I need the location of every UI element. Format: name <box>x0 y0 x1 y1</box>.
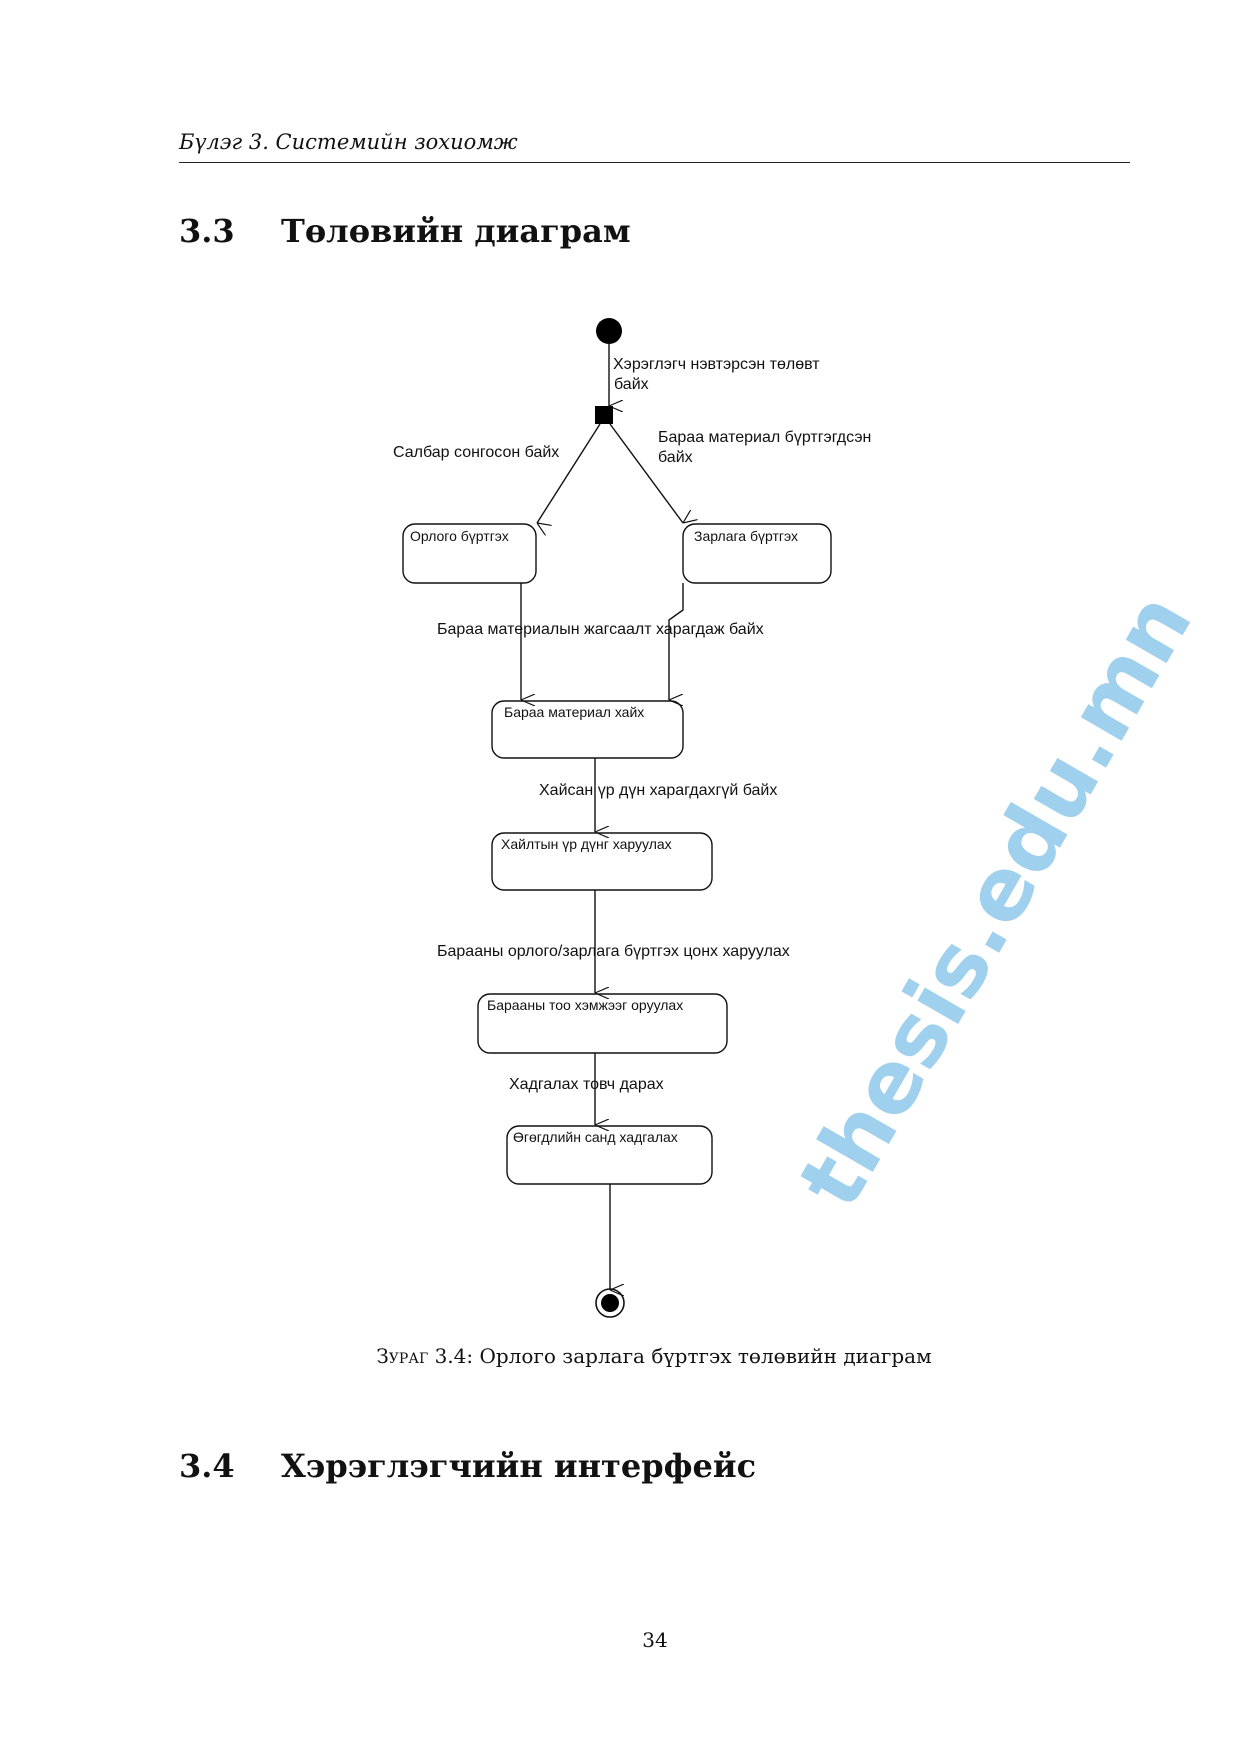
running-header: Бүлэг 3. Системийн зохиомж <box>179 130 518 154</box>
final-state-inner <box>601 1294 619 1312</box>
transition-label: Бараа материал бүртгэгдсэн <box>658 429 871 446</box>
caption-text: Орлого зарлага бүртгэх төлөвийн диаграм <box>479 1344 932 1368</box>
state-label: Барааны тоо хэмжээг оруулах <box>487 997 683 1013</box>
fork-node-icon <box>595 406 613 424</box>
state-box <box>491 700 684 759</box>
transition-label: Салбар сонгосон байх <box>393 444 559 461</box>
state-label: Орлого бүртгэх <box>410 528 509 544</box>
header-rule <box>179 162 1130 163</box>
transition-label: Хэрэглэгч нэвтэрсэн төлөвт <box>613 356 820 373</box>
state-box <box>477 993 728 1054</box>
state-box <box>491 832 713 891</box>
section-number: 3.4 <box>179 1447 235 1485</box>
state-box <box>402 523 537 584</box>
state-label: Бараа материал хайх <box>504 704 644 720</box>
transition-left <box>537 423 601 523</box>
section-number: 3.3 <box>179 212 235 250</box>
transition-right-down <box>668 583 684 700</box>
section-title: Төлөвийн диаграм <box>281 212 631 250</box>
transition-label: Бараа материалын жагсаалт харагдаж байх <box>437 621 764 638</box>
section-title: Хэрэглэгчийн интерфейс <box>281 1447 757 1485</box>
transition-label: Барааны орлого/зарлага бүртгэх цонх хару… <box>437 943 790 960</box>
transition-right <box>609 423 683 523</box>
caption-label: Зураг 3.4: <box>376 1344 474 1368</box>
state-box <box>682 523 832 584</box>
state-label: Өгөгдлийн санд хадгалах <box>513 1129 678 1145</box>
transition-label: байх <box>614 376 649 393</box>
transition-label: байх <box>658 449 693 466</box>
state-label: Зарлага бүртгэх <box>694 528 798 544</box>
watermark: thesis.edu.mn <box>780 577 1212 1224</box>
state-box <box>506 1125 713 1185</box>
state-label: Хайлтын үр дүнг харуулах <box>501 836 672 852</box>
transition-label: Хайсан үр дүн харагдахгүй байх <box>539 782 777 799</box>
figure-caption: Зураг 3.4: Орлого зарлага бүртгэх төлөви… <box>0 1344 1240 1368</box>
initial-state-icon <box>596 318 622 344</box>
transition-label: Хадгалах товч дарах <box>509 1076 664 1093</box>
page-number: 34 <box>642 1628 668 1652</box>
final-state-icon <box>595 1288 625 1318</box>
